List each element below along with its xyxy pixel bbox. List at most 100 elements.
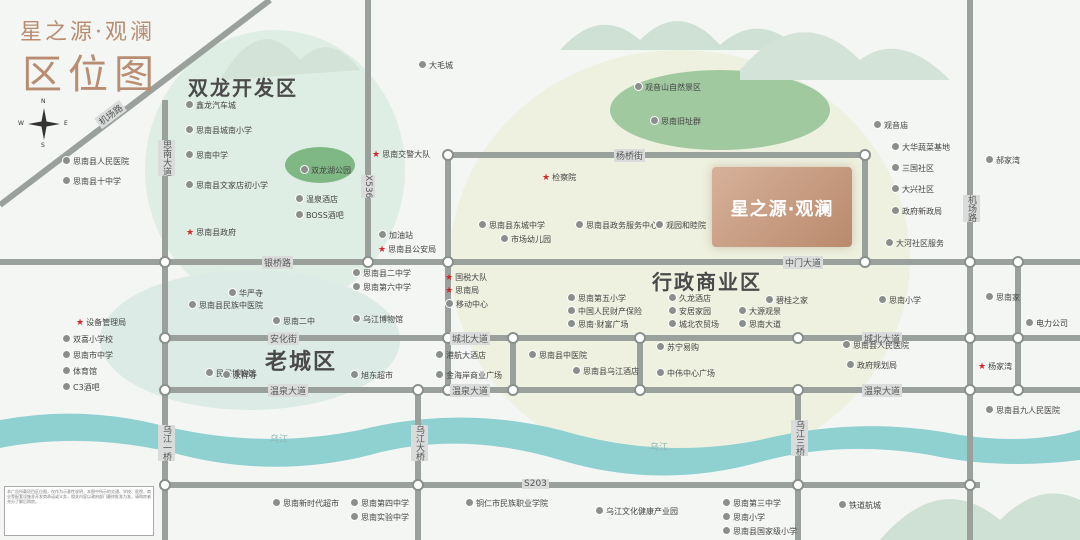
poi-dot-icon (272, 316, 281, 325)
poi-marker[interactable]: 思南旧址群 (650, 116, 701, 127)
poi-marker[interactable]: 乌江博物馆 (352, 314, 403, 325)
poi-marker[interactable]: ★思南交警大队 (372, 150, 431, 160)
poi-marker[interactable]: 思南第五小学 (567, 293, 626, 304)
poi-marker[interactable]: 思南大道 (738, 319, 781, 330)
poi-marker[interactable]: 思南市中学 (62, 350, 113, 361)
poi-marker[interactable]: 思南小学 (722, 512, 765, 523)
mountain-park (610, 70, 830, 150)
poi-marker[interactable]: 市场幼儿园 (500, 234, 551, 245)
poi-marker[interactable]: 郝家湾 (985, 155, 1020, 166)
poi-marker[interactable]: 思南县国家级小学 (722, 526, 797, 537)
mountain-decor-top (560, 21, 800, 50)
poi-marker[interactable]: ★思南县政府 (186, 228, 237, 238)
poi-marker[interactable]: 思南第三中学 (722, 498, 781, 509)
poi-dot-icon (891, 184, 900, 193)
poi-marker[interactable]: 鑫龙汽车城 (185, 100, 236, 111)
poi-marker[interactable]: 思南中学 (185, 150, 228, 161)
poi-marker[interactable]: 大毛城 (418, 60, 453, 71)
poi-marker[interactable]: 城北农贸场 (668, 319, 719, 330)
poi-dot-icon (838, 500, 847, 509)
poi-marker[interactable]: 电力公司 (1025, 318, 1068, 329)
poi-marker[interactable]: ★设备管理局 (76, 318, 127, 328)
poi-dot-icon (478, 220, 487, 229)
poi-marker[interactable]: BOSS酒吧 (295, 210, 344, 221)
poi-marker[interactable]: 旭东超市 (350, 370, 393, 381)
poi-marker[interactable]: 思南县政务服务中心 (575, 220, 658, 231)
poi-marker[interactable]: 思南县十中学 (62, 176, 121, 187)
poi-marker[interactable]: ★杨家湾 (978, 362, 1013, 372)
poi-marker[interactable]: 思南第六中学 (352, 282, 411, 293)
poi-marker[interactable]: 金海岸商业广场 (435, 370, 502, 381)
poi-marker[interactable]: 移动中心 (445, 299, 488, 310)
poi-marker[interactable]: 思南第四中学 (350, 498, 409, 509)
poi-marker[interactable]: 思南县东城中学 (478, 220, 545, 231)
poi-marker[interactable]: ★检察院 (542, 173, 577, 183)
poi-marker[interactable]: ★国税大队 (445, 273, 488, 283)
poi-dot-icon (62, 350, 71, 359)
poi-dot-icon (378, 230, 387, 239)
compass-east: E (64, 120, 68, 127)
poi-marker[interactable]: 大华蔬菜基地 (891, 142, 950, 153)
poi-marker[interactable]: 观音山自然景区 (634, 82, 701, 93)
poi-marker[interactable]: 铜仁市民族职业学院 (465, 498, 548, 509)
poi-marker[interactable]: 思南·财富广场 (567, 319, 629, 330)
disclaimer-box: 本广告所载项目区位图，仅作为示意性说明，本图中所示的交通、学校、医院、商业等配套… (4, 486, 154, 536)
poi-marker[interactable]: C3酒吧 (62, 382, 100, 393)
poi-marker[interactable]: 中伟中心广场 (656, 368, 715, 379)
poi-dot-icon (575, 220, 584, 229)
poi-marker[interactable]: 思南县人民医院 (62, 156, 129, 167)
poi-dot-icon (1025, 318, 1034, 327)
poi-marker[interactable]: 思南实验中学 (350, 512, 409, 523)
poi-marker[interactable]: 思南县文家店初小学 (185, 180, 268, 191)
poi-marker[interactable]: 久龙酒店 (668, 293, 711, 304)
project-marker[interactable]: 星之源·观澜 (712, 167, 852, 247)
poi-marker[interactable]: 思南小学 (878, 295, 921, 306)
poi-marker[interactable]: 民俗博物馆 (205, 368, 256, 379)
poi-marker[interactable]: 大源观景 (738, 306, 781, 317)
star-icon: ★ (378, 245, 387, 255)
star-icon: ★ (445, 273, 454, 283)
poi-marker[interactable]: 政府新政局 (891, 206, 942, 217)
poi-marker[interactable]: 安居家园 (668, 306, 711, 317)
poi-marker[interactable]: 思南县二中学 (352, 268, 411, 279)
poi-marker[interactable]: 碧桂之家 (765, 295, 808, 306)
poi-marker[interactable]: 体育馆 (62, 366, 97, 377)
poi-marker[interactable]: 加油站 (378, 230, 413, 241)
poi-marker[interactable]: 思南县城南小学 (185, 125, 252, 136)
poi-marker[interactable]: 思南县九人民医院 (985, 405, 1060, 416)
poi-marker[interactable]: 大兴社区 (891, 184, 934, 195)
poi-dot-icon (465, 498, 474, 507)
poi-dot-icon (62, 382, 71, 391)
poi-marker[interactable]: 三国社区 (891, 163, 934, 174)
poi-marker[interactable]: 思南新时代超市 (272, 498, 339, 509)
poi-marker[interactable]: 中国人民财产保险 (567, 306, 642, 317)
poi-marker[interactable]: 港航大酒店 (435, 350, 486, 361)
poi-marker[interactable]: 大河社区服务 (885, 238, 944, 249)
poi-marker[interactable]: 乌江文化健康产业园 (595, 506, 678, 517)
poi-marker[interactable]: 华严寺 (228, 288, 263, 299)
poi-marker[interactable]: 政府规划局 (846, 360, 897, 371)
poi-marker[interactable]: 思南县中医院 (528, 350, 587, 361)
poi-marker[interactable]: 思南县乌江酒店 (572, 366, 639, 377)
star-icon: ★ (372, 150, 381, 160)
poi-marker[interactable]: 温泉酒店 (295, 194, 338, 205)
poi-marker[interactable]: 思南二中 (272, 316, 315, 327)
poi-marker[interactable]: 铁道航城 (838, 500, 881, 511)
poi-marker[interactable]: 苏宁易购 (656, 342, 699, 353)
road-label: X536 (361, 175, 375, 199)
poi-marker[interactable]: 双喜小学校 (62, 334, 113, 345)
project-name: 星之源·观澜 (730, 199, 834, 220)
poi-marker[interactable]: ★思南局 (445, 286, 480, 296)
poi-marker[interactable]: 观音庙 (873, 120, 908, 131)
poi-marker[interactable]: 思南家 (985, 292, 1020, 303)
poi-marker[interactable]: 双龙湖公园 (300, 165, 351, 176)
poi-marker[interactable]: ★思南县公安局 (378, 245, 437, 255)
poi-marker[interactable]: 思南县人民医院 (842, 340, 909, 351)
district-xingzheng: 行政商业区 (652, 270, 762, 294)
poi-marker[interactable]: 观园和睦院 (655, 220, 706, 231)
poi-marker[interactable]: 思南县民族中医院 (188, 300, 263, 311)
poi-dot-icon (595, 506, 604, 515)
poi-marker[interactable]: 永祥寺 (222, 370, 257, 381)
poi-dot-icon (878, 295, 887, 304)
